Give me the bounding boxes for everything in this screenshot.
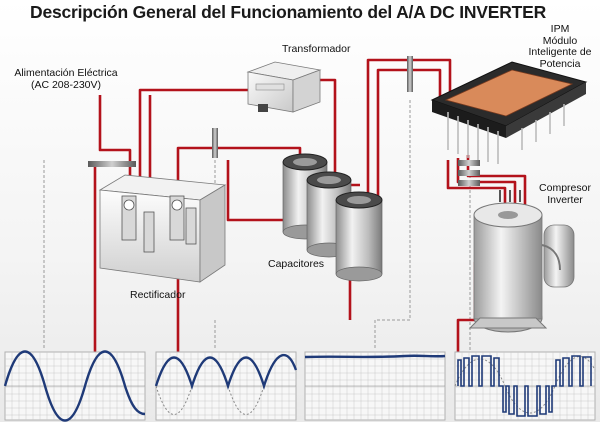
rectifier-label: Rectificador <box>130 289 186 301</box>
ipm-label-line3: Inteligente de <box>528 46 592 58</box>
ipm-label-line4: Potencia <box>539 57 581 70</box>
waveform-panels <box>3 350 596 422</box>
sensor-bar-6 <box>458 180 480 186</box>
waveform-panel-dc <box>304 351 446 421</box>
ipm-component <box>430 61 588 164</box>
rectifier-component <box>98 174 227 283</box>
waveform-panel-rectified <box>154 351 298 421</box>
waveform-panel-pwm <box>454 351 596 421</box>
compressor-label: Compresor Inverter <box>532 182 598 206</box>
waveform-ac-sine <box>3 350 146 422</box>
wire-rect-cap <box>176 146 302 205</box>
diagram-title: Descripción General del Funcionamiento d… <box>30 2 547 22</box>
wire-ipm-comp1 <box>446 160 507 205</box>
transformer-component <box>246 61 322 113</box>
power-supply-label: Alimentación Eléctrica (AC 208-230V) <box>6 67 126 91</box>
capacitor-3 <box>335 191 383 282</box>
sensor-bar-1 <box>88 161 136 167</box>
capacitor-bank <box>282 153 383 282</box>
compressor-component <box>468 190 575 333</box>
wire-power-in <box>98 95 132 190</box>
transformer-label: Transformador <box>282 43 351 55</box>
waveform-panel-ac <box>3 350 146 422</box>
sensor-bar-4 <box>458 160 480 166</box>
sensor-bars <box>88 56 480 186</box>
leader-line-dc <box>374 100 411 350</box>
wire-rect-top <box>138 88 264 190</box>
waveform-dc <box>304 354 446 359</box>
wire-inv-out <box>456 262 477 352</box>
ipm-label-line2: Módulo <box>542 34 578 47</box>
power-supply-label-line1: Alimentación Eléctrica <box>14 67 118 79</box>
compressor-label-line2: Inverter <box>547 193 583 206</box>
ipm-label: IPM Módulo Inteligente de Potencia <box>520 23 600 70</box>
waveform-rectified <box>154 353 298 390</box>
power-supply-label-line2: (AC 208-230V) <box>30 78 102 91</box>
compressor-label-line1: Compresor <box>539 182 591 194</box>
ipm-label-line1: IPM <box>550 23 570 35</box>
sensor-bar-2 <box>212 128 218 158</box>
sensor-bar-5 <box>458 170 480 176</box>
sensor-bar-3 <box>407 56 413 92</box>
capacitors-label: Capacitores <box>268 258 325 270</box>
waveform-pwm <box>457 355 592 417</box>
